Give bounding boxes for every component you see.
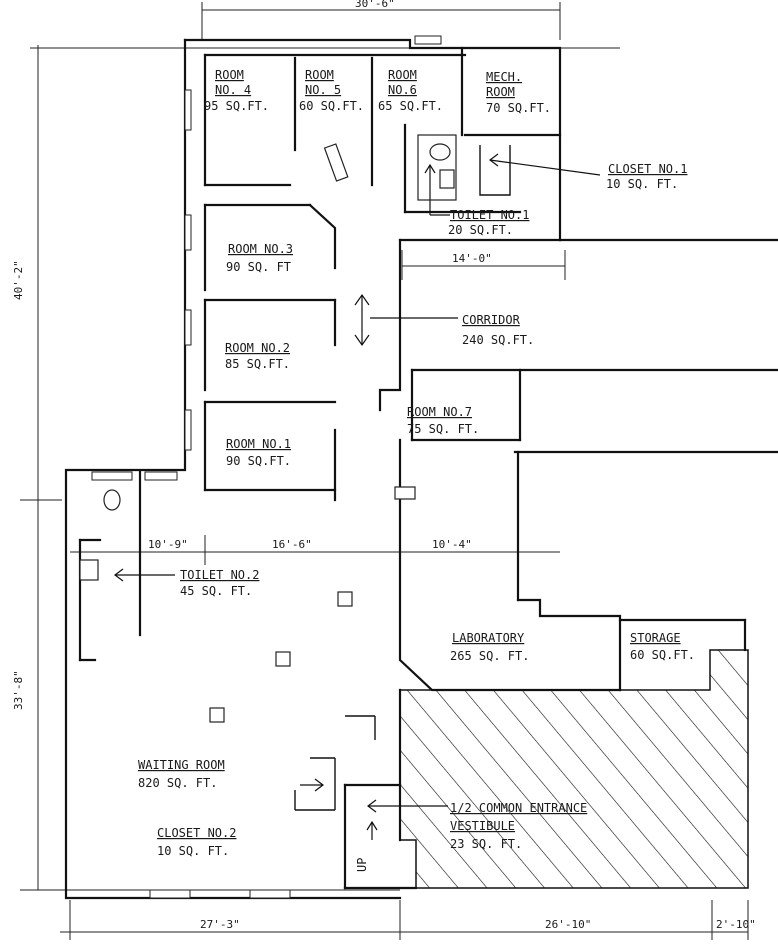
- closet1-name: CLOSET NO.1: [608, 162, 687, 176]
- room3-name: ROOM NO.3: [228, 242, 293, 256]
- room6-num: NO.6: [388, 83, 417, 97]
- room3-area: 90 SQ. FT: [226, 260, 291, 274]
- waiting-area: 820 SQ. FT.: [138, 776, 217, 790]
- room5-area: 60 SQ.FT.: [299, 99, 364, 113]
- dim-mid-1: 10'-9": [148, 538, 188, 551]
- lab-name: LABORATORY: [452, 631, 525, 645]
- dim-mid-3: 10'-4": [432, 538, 472, 551]
- toilet2-area: 45 SQ. FT.: [180, 584, 252, 598]
- room5-num: NO. 5: [305, 83, 341, 97]
- toilet2-name: TOILET NO.2: [180, 568, 259, 582]
- stair-up-label: UP: [355, 858, 369, 872]
- room4-name: ROOM: [215, 68, 244, 82]
- room1-area: 90 SQ.FT.: [226, 454, 291, 468]
- room7-name: ROOM NO.7: [407, 405, 472, 419]
- vestibule-name: 1/2 COMMON ENTRANCE: [450, 801, 587, 815]
- room4-num: NO. 4: [215, 83, 251, 97]
- corridor-area: 240 SQ.FT.: [462, 333, 534, 347]
- vestibule-sub: VESTIBULE: [450, 819, 515, 833]
- leader-arrows: [114, 153, 601, 840]
- common-entrance-hatch: [399, 649, 749, 889]
- room-labels: ROOM NO. 4 95 SQ.FT. ROOM NO. 5 60 SQ.FT…: [138, 68, 695, 872]
- room1-name: ROOM NO.1: [226, 437, 291, 451]
- mech-area: 70 SQ.FT.: [486, 101, 551, 115]
- fixtures: [79, 35, 511, 899]
- lab-area: 265 SQ. FT.: [450, 649, 529, 663]
- dim-bottom-1: 27'-3": [200, 918, 240, 931]
- room6-name: ROOM: [388, 68, 417, 82]
- dim-bottom-2: 26'-10": [545, 918, 591, 931]
- closet1-area: 10 SQ. FT.: [606, 177, 678, 191]
- corridor-name: CORRIDOR: [462, 313, 521, 327]
- mech-num: ROOM: [486, 85, 515, 99]
- dim-top-width: 30'-6": [355, 0, 395, 10]
- dim-left-upper: 40'-2": [12, 260, 25, 300]
- toilet1-name: TOILET NO.1: [450, 208, 529, 222]
- toilet1-area: 20 SQ.FT.: [448, 223, 513, 237]
- closet2-area: 10 SQ. FT.: [157, 844, 229, 858]
- storage-area: 60 SQ.FT.: [630, 648, 695, 662]
- dim-mid-2: 16'-6": [272, 538, 312, 551]
- dim-corridor-width: 14'-0": [452, 252, 492, 265]
- room6-area: 65 SQ.FT.: [378, 99, 443, 113]
- room5-name: ROOM: [305, 68, 334, 82]
- room7-area: 75 SQ. FT.: [407, 422, 479, 436]
- dim-left-lower: 33'-8": [12, 670, 25, 710]
- room2-name: ROOM NO.2: [225, 341, 290, 355]
- dim-bottom-3: 2'-10": [716, 918, 756, 931]
- closet2-name: CLOSET NO.2: [157, 826, 236, 840]
- vestibule-area: 23 SQ. FT.: [450, 837, 522, 851]
- storage-name: STORAGE: [630, 631, 681, 645]
- mech-name: MECH.: [486, 70, 522, 84]
- room4-area: 95 SQ.FT.: [204, 99, 269, 113]
- room2-area: 85 SQ.FT.: [225, 357, 290, 371]
- dimension-labels: 30'-6" 40'-2" 33'-8" 14'-0" 10'-9" 16'-6…: [12, 0, 756, 931]
- dimension-lines: [20, 2, 749, 940]
- waiting-name: WAITING ROOM: [138, 758, 225, 772]
